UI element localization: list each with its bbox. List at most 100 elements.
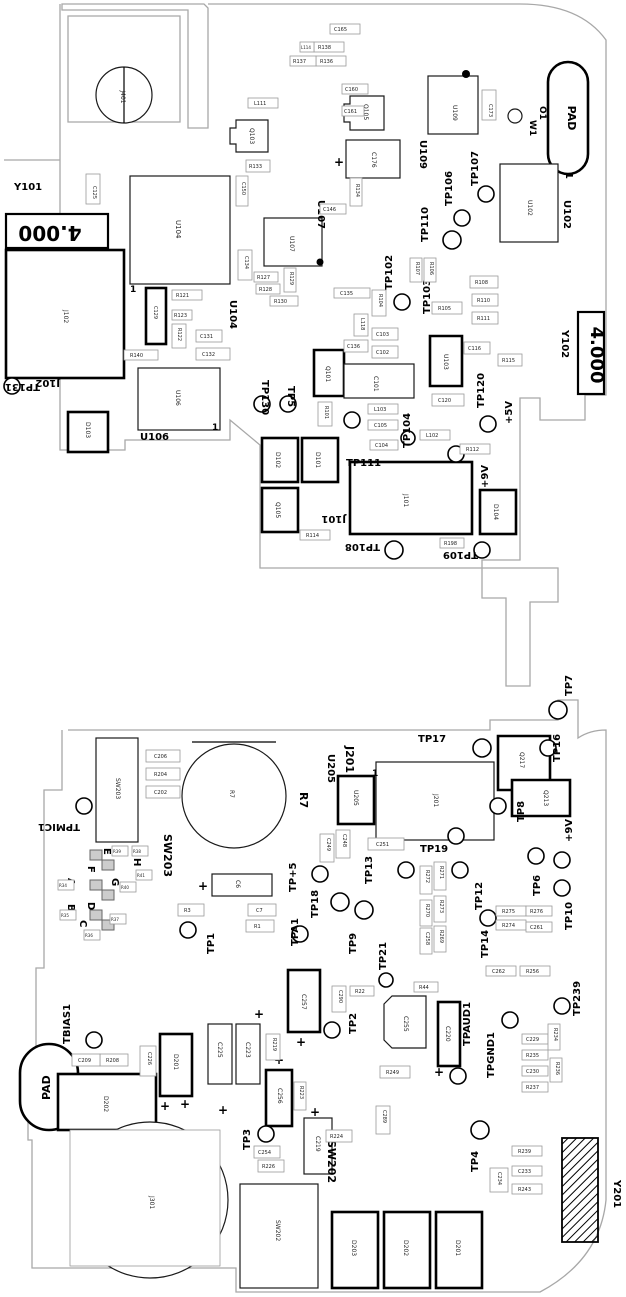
svg-text:B: B	[65, 904, 76, 912]
svg-text:C257: C257	[300, 994, 307, 1010]
svg-text:C134: C134	[243, 256, 249, 269]
svg-text:R107: R107	[414, 262, 420, 275]
d104-diode: D104	[478, 488, 518, 536]
u205-chip: U205 U205 1	[325, 754, 378, 826]
svg-text:+9V: +9V	[480, 465, 491, 488]
svg-text:PAD: PAD	[40, 1075, 53, 1100]
svg-text:C261: C261	[530, 925, 543, 931]
svg-text:+5V: +5V	[504, 401, 515, 424]
svg-text:C136: C136	[347, 344, 360, 350]
svg-text:D203: D203	[350, 1240, 357, 1256]
svg-text:C125: C125	[91, 186, 97, 199]
svg-text:L103: L103	[374, 407, 386, 413]
bottom-test-points: TP7 TP16 TP17 TP8 TPMIC1 TP19 +9V TP6 TP…	[38, 675, 583, 1172]
svg-text:R39: R39	[113, 849, 121, 854]
c6-cap: + C6	[198, 873, 273, 897]
svg-text:C229: C229	[526, 1037, 539, 1043]
d103-diode: D102	[260, 436, 300, 484]
svg-text:R224: R224	[330, 1134, 343, 1140]
svg-text:R38: R38	[133, 849, 141, 854]
c173-cap: C173 W1 O1	[481, 89, 547, 136]
svg-text:R22: R22	[355, 989, 365, 995]
svg-text:C262: C262	[492, 969, 505, 975]
svg-text:1: 1	[372, 769, 378, 779]
tp103: TP103	[422, 279, 433, 314]
svg-text:W1: W1	[527, 120, 537, 136]
svg-text:C234: C234	[496, 1172, 502, 1185]
svg-text:U106: U106	[174, 390, 181, 406]
svg-text:U104: U104	[174, 220, 182, 239]
svg-text:C160: C160	[345, 87, 358, 93]
svg-text:R112: R112	[466, 447, 479, 453]
tp102: TP102	[384, 255, 411, 311]
svg-text:R249: R249	[386, 1070, 399, 1076]
svg-text:TP19: TP19	[420, 844, 448, 855]
svg-text:TP5: TP5	[285, 386, 296, 407]
svg-text:R101: R101	[323, 406, 329, 419]
svg-text:R130: R130	[274, 299, 287, 305]
svg-text:R204: R204	[154, 772, 167, 778]
svg-text:C150: C150	[240, 182, 246, 195]
svg-text:C249: C249	[325, 838, 331, 851]
pad-top: PAD	[546, 60, 590, 176]
c219-cap: + C257	[286, 968, 322, 1049]
svg-text:C103: C103	[376, 332, 389, 338]
svg-text:1: 1	[130, 285, 136, 295]
svg-text:C256: C256	[276, 1088, 283, 1104]
svg-text:C146: C146	[323, 207, 336, 213]
svg-text:TP7: TP7	[564, 675, 575, 696]
svg-text:J401: J401	[119, 89, 126, 103]
tp104: TP104	[400, 413, 416, 448]
c129-cap: C129	[144, 286, 168, 346]
svg-text:U109: U109	[417, 140, 428, 169]
svg-text:TPGND1: TPGND1	[486, 1032, 497, 1078]
svg-text:R3: R3	[184, 908, 191, 914]
svg-text:C202: C202	[154, 790, 167, 796]
svg-text:TP21: TP21	[378, 942, 389, 970]
svg-text:TP239: TP239	[572, 981, 583, 1016]
svg-text:TP110: TP110	[420, 207, 431, 242]
svg-text:R44: R44	[419, 985, 429, 991]
svg-text:G: G	[109, 878, 120, 886]
svg-text:Q105: Q105	[274, 502, 281, 518]
svg-text:C120: C120	[438, 398, 451, 404]
svg-text:TP2: TP2	[348, 1013, 359, 1034]
y201-crystal: Y201	[561, 1137, 622, 1243]
svg-text:SW202: SW202	[274, 1220, 281, 1241]
top-board-edge	[4, 3, 607, 687]
svg-text:R237: R237	[526, 1085, 539, 1091]
svg-text:R140: R140	[130, 353, 143, 359]
svg-text:R269: R269	[438, 930, 444, 943]
svg-text:R198: R198	[444, 541, 457, 547]
svg-text:R243: R243	[518, 1187, 531, 1193]
svg-text:+: +	[160, 1099, 170, 1113]
svg-text:R223: R223	[298, 1086, 304, 1099]
svg-text:C226: C226	[146, 1052, 152, 1065]
svg-text:R40: R40	[121, 885, 129, 890]
bottom-small-parts: C206 R204 C202 C249 C248 C251 R272 R271 …	[57, 749, 563, 1195]
svg-text:Y101: Y101	[13, 182, 42, 193]
svg-text:+: +	[310, 1105, 320, 1119]
svg-text:C219: C219	[314, 1136, 321, 1152]
svg-text:TP131: TP131	[5, 381, 40, 392]
svg-text:R234: R234	[552, 1028, 558, 1041]
svg-text:C165: C165	[334, 27, 347, 33]
svg-text:R115: R115	[502, 358, 515, 364]
svg-text:R256: R256	[526, 969, 539, 975]
svg-text:L118: L118	[359, 318, 365, 330]
svg-text:R7: R7	[297, 792, 310, 808]
svg-text:R138: R138	[318, 45, 331, 51]
svg-text:R127: R127	[257, 275, 270, 281]
u104-chip: U104 U104 1	[129, 175, 238, 329]
svg-text:C: C	[77, 920, 88, 927]
svg-text:J201: J201	[343, 745, 356, 773]
svg-text:SW203: SW203	[114, 778, 121, 799]
svg-text:R273: R273	[438, 900, 444, 913]
svg-text:Y201: Y201	[611, 1179, 622, 1208]
svg-text:Q101: Q101	[324, 366, 331, 382]
svg-text:J102: J102	[35, 377, 61, 388]
svg-text:SW203: SW203	[161, 834, 174, 877]
q4-transistor: C255	[383, 995, 427, 1049]
svg-text:U106: U106	[140, 432, 169, 443]
svg-text:C176: C176	[370, 152, 377, 168]
